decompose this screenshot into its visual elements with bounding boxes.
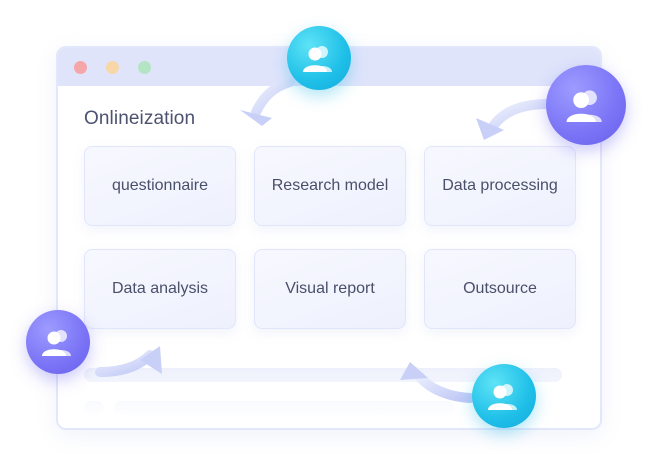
arrow-bottom-right-head: [400, 362, 428, 380]
card-data-processing[interactable]: Data processing: [424, 146, 576, 226]
user-bubble-left[interactable]: [26, 310, 90, 374]
page-title: Onlineization: [84, 108, 196, 129]
window-maximize-dot[interactable]: [138, 61, 151, 74]
users-icon: [42, 330, 71, 356]
user-bubble-bottom[interactable]: [472, 364, 536, 428]
card-questionnaire[interactable]: questionnaire: [84, 146, 236, 226]
users-icon: [566, 90, 602, 122]
user-bubble-right[interactable]: [546, 65, 626, 145]
window-close-dot[interactable]: [74, 61, 87, 74]
arrow-bottom-left-head: [140, 346, 162, 374]
arrow-top-right: [487, 99, 553, 133]
card-data-analysis[interactable]: Data analysis: [84, 249, 236, 329]
arrow-top-right-head: [476, 118, 504, 140]
window-minimize-dot[interactable]: [106, 61, 119, 74]
arrow-bottom-left: [95, 350, 155, 377]
arrow-top-head: [240, 110, 272, 126]
card-research-model[interactable]: Research model: [254, 146, 406, 226]
users-icon: [488, 384, 517, 410]
user-bubble-top[interactable]: [287, 26, 351, 90]
card-visual-report[interactable]: Visual report: [254, 249, 406, 329]
users-icon: [303, 46, 332, 72]
card-outsource[interactable]: Outsource: [424, 249, 576, 329]
arrow-top: [251, 77, 295, 117]
